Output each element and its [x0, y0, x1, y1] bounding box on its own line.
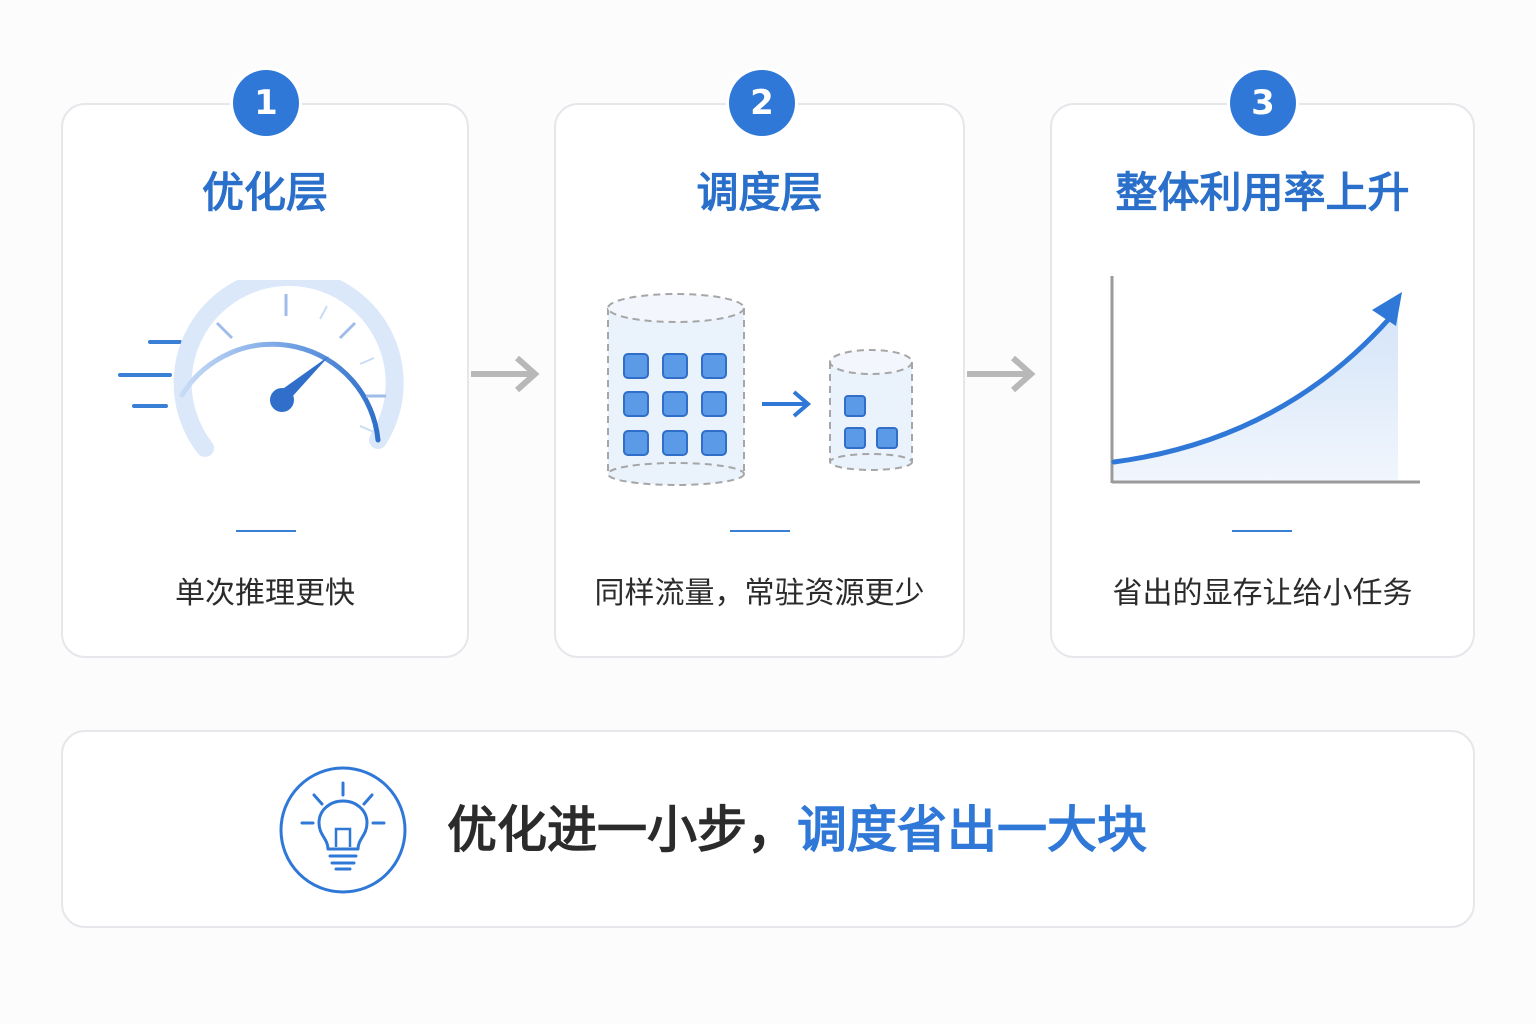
step-number-badge-2: 2: [729, 70, 795, 136]
divider-3: [1232, 530, 1292, 532]
divider-1: [236, 530, 296, 532]
summary-text-part1: 优化进一小步，: [447, 801, 797, 859]
step-title-2: 调度层: [696, 168, 823, 217]
resource-consolidation-icon: [607, 293, 913, 486]
flow-arrow-icon-1: [471, 355, 540, 393]
summary-tagline: 优化进一小步，调度省出一大块: [447, 795, 1147, 865]
summary-panel: [61, 730, 1475, 928]
growth-curve-icon: [1110, 276, 1420, 484]
lightbulb-icon: [279, 766, 407, 894]
step-number-badge-1: 1: [233, 70, 299, 136]
step-caption-3: 省出的显存让给小任务: [1112, 576, 1413, 611]
step-caption-2: 同样流量，常驻资源更少: [594, 576, 925, 611]
step-title-3: 整体利用率上升: [1115, 168, 1410, 217]
divider-2: [730, 530, 790, 532]
step-number-badge-3: 3: [1230, 70, 1296, 136]
step-card-utilization: [1050, 103, 1475, 658]
speedometer-icon: [118, 280, 404, 457]
summary-text-part2: 调度省出一大块: [797, 801, 1147, 859]
step-title-1: 优化层: [201, 168, 328, 217]
flow-arrow-icon-2: [967, 355, 1036, 393]
step-caption-1: 单次推理更快: [175, 576, 355, 611]
